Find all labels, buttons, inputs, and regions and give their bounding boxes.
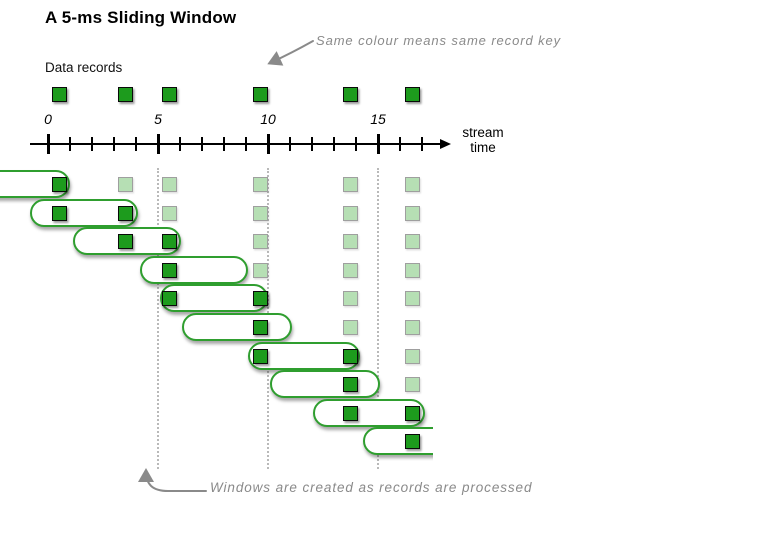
axis-minor-tick [355,137,357,151]
window-pill [160,284,268,313]
top-annotation-arrow [267,40,314,66]
axis-minor-tick [245,137,247,151]
window-pill [270,370,381,399]
axis-minor-tick [91,137,93,151]
window-pill-clipped [0,166,76,204]
future-record-square [404,348,420,364]
future-record-square [252,234,268,250]
window-record-square [161,262,177,278]
future-record-square [117,177,133,192]
axis-minor-tick [69,137,71,151]
future-record-square [343,320,358,335]
window-pill [0,170,70,198]
axis-minor-tick [399,137,401,151]
guide-line [377,168,379,469]
axis-minor-tick [311,137,313,151]
axis-major-tick [156,134,160,154]
axis-baseline [30,143,440,145]
future-record-square [343,291,358,307]
future-record-square [404,377,420,393]
axis-minor-tick [201,137,203,151]
guide-line [157,168,159,469]
window-pill [362,427,433,456]
axis-major-tick [46,134,50,154]
future-record-square [343,205,358,221]
future-record-square [404,320,420,335]
axis-minor-tick [135,137,137,151]
axis-minor-tick [223,137,225,151]
window-pill [140,255,249,284]
annotation-windows-created: Windows are created as records are proce… [210,480,533,495]
axis-minor-tick [421,137,423,151]
window-record-square [161,291,177,307]
stream-time-label: stream time [455,125,511,155]
data-record-square [343,87,358,102]
window-record-square [252,291,268,307]
data-records-label: Data records [45,60,123,75]
window-record-square [343,377,358,393]
axis-tick-label: 15 [370,111,386,127]
future-record-square [404,291,420,307]
window-record-square [404,434,420,450]
data-record-square [404,87,420,102]
stream-time-word2: time [470,140,496,155]
window-pill [313,398,426,427]
window-record-square [51,205,67,221]
window-record-square [404,405,420,421]
future-record-square [404,262,420,278]
window-record-square [117,205,133,221]
data-record-square [117,87,133,102]
axis-tick-label: 10 [260,111,276,127]
axis-major-tick [376,134,380,154]
window-record-square [117,234,133,250]
window-record-square [161,234,177,250]
axis-minor-tick [289,137,291,151]
axis-tick-label: 5 [154,111,162,127]
future-record-square [343,262,358,278]
future-record-square [161,205,177,221]
future-record-square [252,177,268,192]
window-record-square [252,348,268,364]
bottom-annotation-arrow [138,468,207,492]
annotation-same-colour: Same colour means same record key [316,33,562,48]
future-record-square [404,177,420,192]
future-record-square [404,234,420,250]
axis-arrowhead [440,138,451,149]
axis-minor-tick [113,137,115,151]
stream-time-word1: stream [462,125,504,140]
axis-minor-tick [179,137,181,151]
window-record-square [343,348,358,364]
future-record-square [252,262,268,278]
window-record-square [343,405,358,421]
axis-tick-label: 0 [44,111,52,127]
axis-minor-tick [333,137,335,151]
data-record-square [161,87,177,102]
window-pill [182,313,293,341]
data-record-square [252,87,268,102]
axis-major-tick [266,134,270,154]
data-record-square [51,87,67,102]
window-pill-clipped [359,423,433,461]
future-record-square [404,205,420,221]
future-record-square [161,177,177,192]
window-record-square [51,177,67,192]
future-record-square [343,234,358,250]
window-record-square [252,320,268,335]
future-record-square [343,177,358,192]
figure-title: A 5-ms Sliding Window [45,8,237,27]
future-record-square [252,205,268,221]
